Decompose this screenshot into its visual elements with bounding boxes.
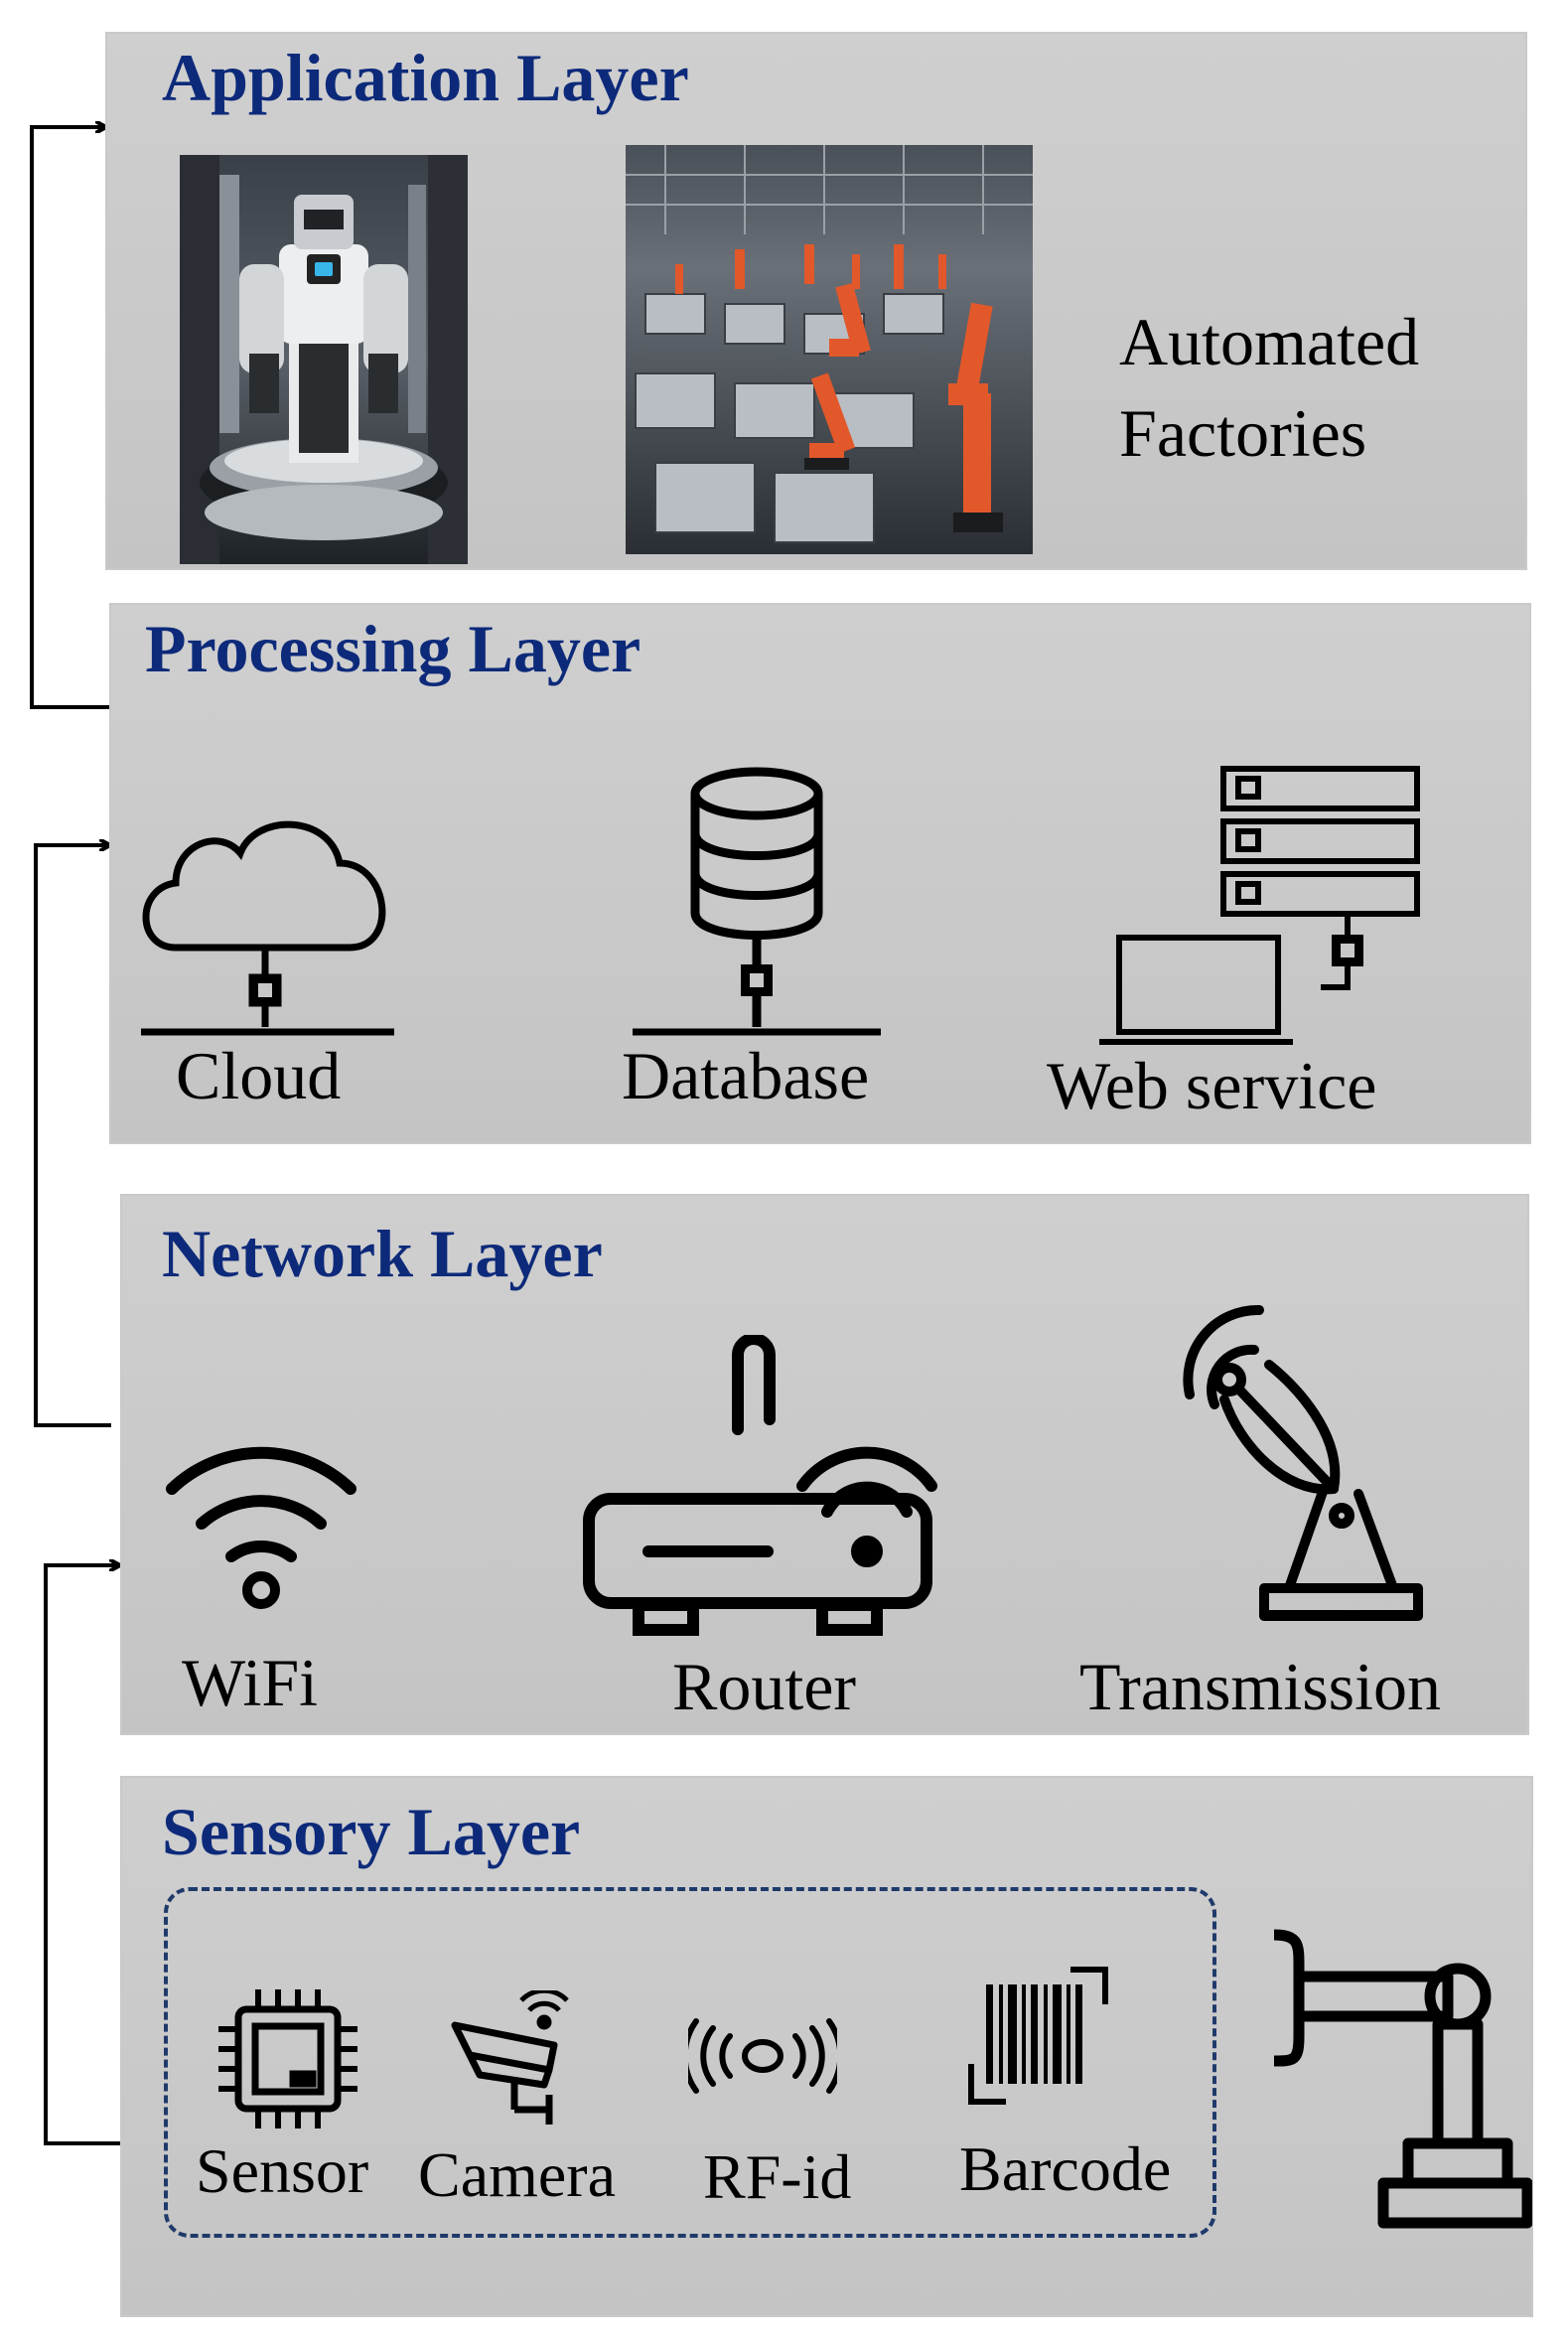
database-icon <box>623 764 891 1062</box>
sensory-item-rfid: RF-id <box>703 2141 852 2212</box>
application-layer-panel: Application Layer <box>105 32 1527 570</box>
sensory-item-barcode: Barcode <box>959 2133 1172 2204</box>
processing-layer-panel: Processing Layer Cloud Database <box>109 603 1531 1144</box>
barcode-icon <box>966 1965 1115 2109</box>
satellite-dish-icon <box>1145 1295 1443 1638</box>
arrow-network-to-processing <box>34 845 111 1427</box>
cloud-icon <box>131 804 399 1062</box>
wifi-icon <box>162 1419 360 1618</box>
network-item-wifi: WiFi <box>182 1645 319 1720</box>
processing-item-cloud: Cloud <box>176 1038 342 1113</box>
network-item-router: Router <box>672 1649 857 1724</box>
sensory-item-camera: Camera <box>418 2139 616 2210</box>
sensory-item-sensor: Sensor <box>196 2135 369 2206</box>
processing-item-database: Database <box>622 1038 870 1113</box>
rfid-icon <box>688 2016 837 2096</box>
processing-item-web-service: Web service <box>1047 1048 1377 1123</box>
sensory-layer-panel: Sensory Layer Sensor C <box>120 1776 1533 2317</box>
arrow-processing-to-application <box>30 127 109 709</box>
network-layer-panel: Network Layer WiFi Router <box>120 1194 1529 1735</box>
sensory-layer-title: Sensory Layer <box>162 1794 581 1869</box>
network-item-transmission: Transmission <box>1079 1649 1442 1724</box>
cctv-camera-icon <box>450 1990 594 2129</box>
automated-factories-caption-line1: Automated <box>1119 304 1420 379</box>
automated-factories-caption-line2: Factories <box>1119 395 1367 471</box>
web-service-icon <box>1094 764 1422 1062</box>
network-layer-title: Network Layer <box>162 1216 603 1291</box>
arrow-sensory-to-network <box>44 1565 121 2145</box>
processing-layer-title: Processing Layer <box>145 611 641 686</box>
connector-arrows <box>30 0 121 2145</box>
humanoid-robot-photo <box>180 155 468 564</box>
application-layer-title: Application Layer <box>162 40 689 115</box>
router-icon <box>579 1335 966 1643</box>
robot-arm-icon <box>1254 1927 1532 2255</box>
factory-robot-arms-photo <box>626 145 1033 554</box>
chip-icon <box>214 1984 362 2133</box>
sensor-devices-group <box>164 1887 1216 2238</box>
